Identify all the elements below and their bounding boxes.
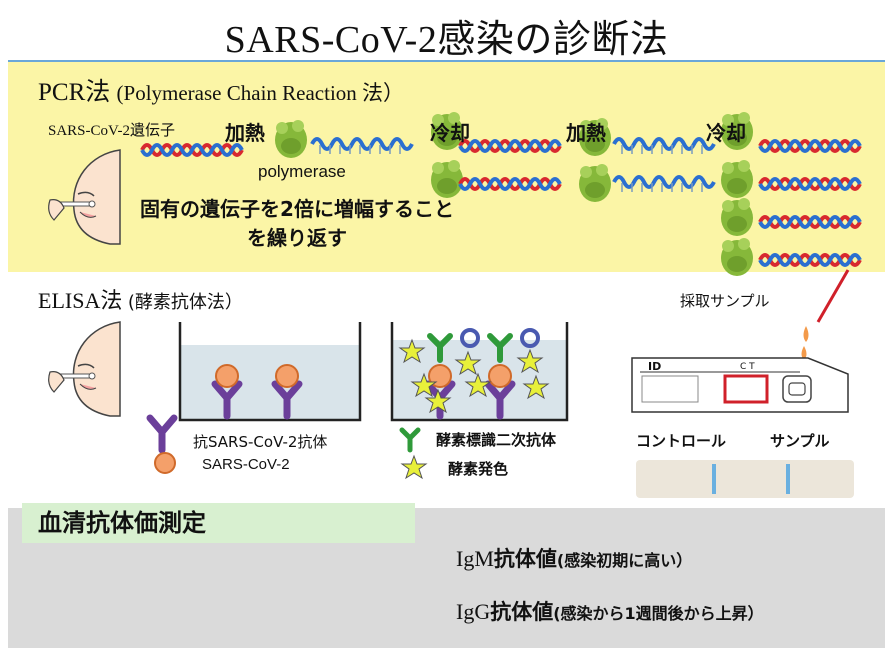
sample-collection-label: 採取サンプル	[680, 292, 770, 310]
igm-row: IgM抗体値(感染初期に高い）	[456, 543, 692, 573]
igm-value-label: 抗体値	[493, 547, 557, 571]
dna-strand	[758, 253, 862, 267]
test-strip-result	[636, 460, 854, 498]
polymerase-shape	[431, 160, 463, 198]
detached-antibody	[520, 328, 540, 348]
polymerase-shape	[721, 198, 753, 236]
primary-antibody-label: 抗SARS-CoV-2抗体	[193, 433, 328, 451]
secondary-antibody-label: 酵素標識二次抗体	[436, 431, 557, 449]
enzyme-color-label: 酵素発色	[448, 460, 509, 478]
polymerase-shape	[721, 238, 753, 276]
igg-note: (感染から1週間後から上昇）	[553, 604, 764, 623]
dna-strand-initial	[140, 143, 244, 157]
control-line-label: コントロール	[636, 432, 727, 450]
dna-strand	[458, 139, 562, 153]
polymerase-label: polymerase	[258, 162, 346, 181]
pcr-heading-sub: (Polymerase Chain Reaction 法）	[116, 81, 405, 105]
secondary-antibody-legend-icon	[399, 427, 421, 453]
enzyme-star-legend-icon	[401, 455, 427, 479]
elisa-heading: ELISA法 (酵素抗体法）	[38, 283, 243, 315]
single-strand-3	[612, 175, 716, 194]
heat-step-1: 加熱	[225, 121, 265, 145]
pcr-description-line2: を繰り返す	[247, 226, 347, 250]
polymerase-shape	[275, 120, 307, 158]
sample-band	[786, 464, 790, 494]
nasal-swab-illustration	[47, 321, 121, 417]
secondary-antibody	[487, 333, 513, 363]
antigen-particle	[488, 364, 512, 388]
sample-line-label: サンプル	[770, 432, 830, 450]
antigen-label: SARS-CoV-2	[202, 456, 290, 473]
title-divider	[8, 60, 885, 62]
nasal-swab-illustration	[47, 149, 121, 245]
device-ct-label: C T	[740, 362, 755, 372]
antigen-legend-icon	[154, 452, 176, 474]
igm-note: (感染初期に高い）	[556, 551, 693, 570]
page-title: SARS-CoV-2感染の診断法	[224, 19, 669, 61]
elisa-well-primary	[178, 322, 362, 422]
pcr-description: 固有の遺伝子を2倍に増幅すること を繰り返す	[112, 195, 482, 253]
pcr-heading: PCR法 (Polymerase Chain Reaction 法）	[38, 72, 404, 108]
igm-name: IgM	[456, 546, 494, 571]
secondary-antibody	[427, 333, 453, 363]
serum-heading: 血清抗体価測定	[22, 503, 415, 543]
antigen-particle	[275, 364, 299, 388]
single-strand-2	[612, 137, 716, 156]
dna-strand	[758, 139, 862, 153]
gene-label: SARS-CoV-2遺伝子	[48, 123, 175, 139]
heat-step-2: 加熱	[566, 121, 606, 145]
pcr-description-line1: 固有の遺伝子を2倍に増幅すること	[140, 197, 454, 221]
detached-antibody	[460, 328, 480, 348]
polymerase-shape	[721, 160, 753, 198]
control-band	[712, 464, 716, 494]
antigen-particle	[215, 364, 239, 388]
dna-strand	[758, 215, 862, 229]
polymerase-shape	[579, 164, 611, 202]
dna-strand	[458, 177, 562, 191]
igg-value-label: 抗体値	[490, 600, 554, 624]
cool-step-1: 冷却	[430, 121, 470, 145]
single-strand-1	[310, 137, 414, 156]
elisa-heading-main: ELISA法	[38, 288, 123, 313]
test-cassette	[612, 269, 850, 413]
igg-row: IgG抗体値(感染から1週間後から上昇）	[456, 596, 764, 626]
elisa-heading-sub: (酵素抗体法）	[127, 292, 243, 313]
dna-strand	[758, 177, 862, 191]
elisa-well-secondary	[390, 322, 569, 422]
device-id-label: ID	[648, 360, 662, 373]
antibody-legend-icon	[150, 418, 174, 450]
pcr-heading-main: PCR法	[38, 79, 111, 106]
cool-step-2: 冷却	[706, 121, 746, 145]
igg-name: IgG	[456, 599, 491, 624]
